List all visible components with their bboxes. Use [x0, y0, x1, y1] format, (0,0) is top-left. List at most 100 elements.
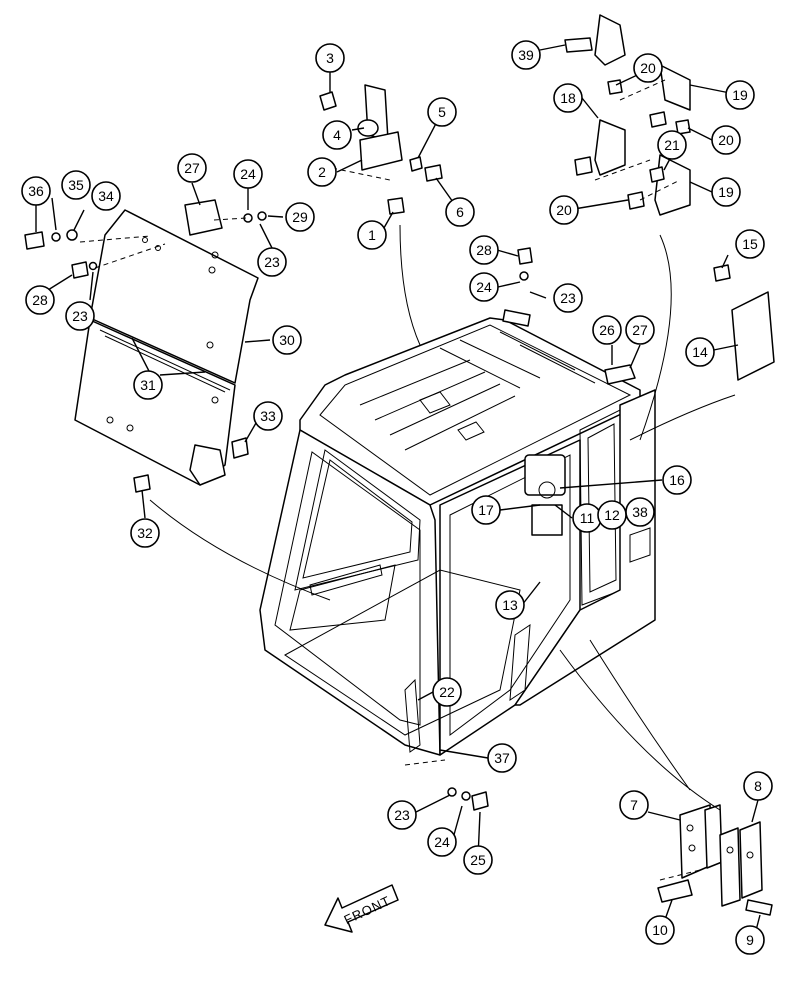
- callout-12: 12: [597, 500, 627, 530]
- callout-28: 28: [25, 285, 55, 315]
- svg-text:2: 2: [318, 164, 326, 180]
- callout-19: 19: [725, 80, 755, 110]
- callout-37: 37: [487, 743, 517, 773]
- callout-24: 24: [233, 159, 263, 189]
- svg-text:22: 22: [439, 684, 455, 700]
- front-direction-arrow: FRONT: [324, 884, 399, 933]
- svg-text:38: 38: [632, 504, 648, 520]
- cover-plate: [713, 264, 775, 381]
- callout-24: 24: [427, 827, 457, 857]
- callout-26: 26: [592, 315, 622, 345]
- svg-text:37: 37: [494, 750, 510, 766]
- callout-28: 28: [469, 235, 499, 265]
- hinge-assembly: [657, 804, 773, 916]
- callout-24: 24: [469, 272, 499, 302]
- callout-25: 25: [463, 845, 493, 875]
- svg-text:8: 8: [754, 778, 762, 794]
- callout-38: 38: [625, 497, 655, 527]
- svg-text:28: 28: [476, 242, 492, 258]
- svg-text:33: 33: [260, 408, 276, 424]
- callout-35: 35: [61, 170, 91, 200]
- svg-text:32: 32: [137, 525, 153, 541]
- callout-23: 23: [257, 247, 287, 277]
- callout-36: 36: [21, 176, 51, 206]
- callout-31: 31: [133, 370, 163, 400]
- callout-22: 22: [432, 677, 462, 707]
- svg-text:23: 23: [394, 807, 410, 823]
- callout-27: 27: [625, 315, 655, 345]
- callout-23: 23: [387, 800, 417, 830]
- svg-text:27: 27: [184, 160, 200, 176]
- svg-text:35: 35: [68, 177, 84, 193]
- callout-20: 20: [633, 53, 663, 83]
- callout-9: 9: [735, 925, 765, 955]
- callout-20: 20: [549, 195, 579, 225]
- svg-text:18: 18: [560, 90, 576, 106]
- callout-13: 13: [495, 590, 525, 620]
- svg-text:7: 7: [630, 797, 638, 813]
- callout-23: 23: [553, 283, 583, 313]
- svg-text:1: 1: [368, 227, 376, 243]
- callout-4: 4: [322, 120, 352, 150]
- callout-2: 2: [307, 157, 337, 187]
- svg-text:9: 9: [746, 932, 754, 948]
- svg-text:13: 13: [502, 597, 518, 613]
- svg-text:20: 20: [718, 132, 734, 148]
- callout-27: 27: [177, 153, 207, 183]
- svg-text:20: 20: [640, 60, 656, 76]
- callout-1: 1: [357, 220, 387, 250]
- svg-text:10: 10: [652, 922, 668, 938]
- callout-11: 11: [572, 503, 602, 533]
- callout-32: 32: [130, 518, 160, 548]
- svg-text:11: 11: [580, 510, 595, 526]
- callout-33: 33: [253, 401, 283, 431]
- svg-text:23: 23: [264, 254, 280, 270]
- svg-text:12: 12: [604, 507, 620, 523]
- callout-18: 18: [553, 83, 583, 113]
- svg-text:24: 24: [240, 166, 256, 182]
- svg-text:4: 4: [333, 127, 341, 143]
- svg-text:27: 27: [632, 322, 648, 338]
- callout-8: 8: [743, 771, 773, 801]
- svg-text:30: 30: [279, 332, 295, 348]
- callout-20: 20: [711, 125, 741, 155]
- svg-text:29: 29: [292, 209, 308, 225]
- svg-text:6: 6: [456, 204, 464, 220]
- callout-30: 30: [272, 325, 302, 355]
- bracket-parts: [564, 14, 691, 216]
- svg-text:3: 3: [326, 50, 334, 66]
- callout-3: 3: [315, 43, 345, 73]
- callout-10: 10: [645, 915, 675, 945]
- svg-text:19: 19: [718, 184, 734, 200]
- door-panel: [74, 209, 259, 486]
- svg-text:5: 5: [438, 104, 446, 120]
- callout-39: 39: [511, 40, 541, 70]
- svg-text:16: 16: [669, 472, 685, 488]
- svg-text:36: 36: [28, 183, 44, 199]
- svg-text:21: 21: [664, 137, 680, 153]
- small-hardware: [24, 199, 636, 811]
- svg-text:31: 31: [140, 377, 156, 393]
- svg-text:39: 39: [518, 47, 534, 63]
- svg-text:25: 25: [470, 852, 486, 868]
- callout-14: 14: [685, 337, 715, 367]
- callouts: 3 4 5 2 6 1 39 20 18 19 21 20 20 19 27 2…: [21, 40, 773, 955]
- callout-17: 17: [471, 495, 501, 525]
- callout-21: 21: [657, 130, 687, 160]
- svg-text:14: 14: [692, 344, 708, 360]
- callout-15: 15: [735, 229, 765, 259]
- svg-text:15: 15: [742, 236, 758, 252]
- latch-parts: [319, 84, 443, 215]
- svg-text:23: 23: [72, 308, 88, 324]
- callout-19: 19: [711, 177, 741, 207]
- callout-7: 7: [619, 790, 649, 820]
- callout-16: 16: [662, 465, 692, 495]
- callout-29: 29: [285, 202, 315, 232]
- svg-text:20: 20: [556, 202, 572, 218]
- callout-5: 5: [427, 97, 457, 127]
- callout-23: 23: [65, 301, 95, 331]
- svg-text:24: 24: [476, 279, 492, 295]
- svg-text:17: 17: [478, 502, 494, 518]
- svg-text:26: 26: [599, 322, 615, 338]
